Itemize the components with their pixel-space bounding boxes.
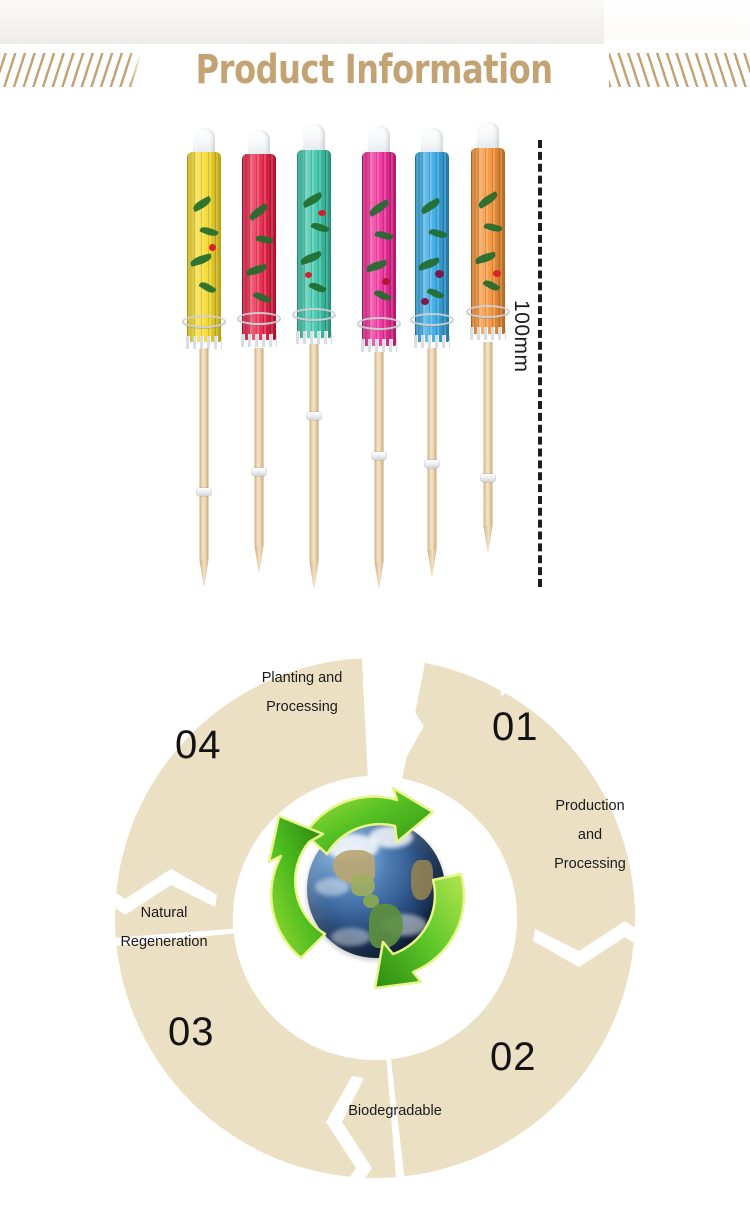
segment-02-number: 02 bbox=[490, 1035, 537, 1079]
canopy-ribs bbox=[241, 334, 277, 347]
stick-collar bbox=[371, 452, 387, 460]
segment-03-label: Natural Regeneration bbox=[92, 899, 236, 957]
stick-collar bbox=[251, 468, 267, 476]
dimension-label: 100mm bbox=[510, 300, 533, 373]
toothpick-stick bbox=[254, 348, 264, 546]
canopy-wire-band bbox=[182, 315, 226, 328]
umbrella-pick-teal bbox=[286, 112, 342, 562]
dimension-line bbox=[538, 140, 542, 587]
segment-01-label-line-1: Production bbox=[555, 798, 625, 814]
canopy-paper-tip bbox=[477, 122, 499, 152]
canopy-body bbox=[187, 152, 221, 342]
stick-collar bbox=[306, 412, 322, 420]
segment-03-number: 03 bbox=[168, 1010, 215, 1054]
toothpick-stick bbox=[483, 342, 493, 526]
canopy-ribs bbox=[470, 327, 506, 340]
canopy-ribs bbox=[414, 335, 450, 348]
product-photo: 100mm bbox=[0, 112, 750, 602]
segment-01-label: Production and Processing bbox=[520, 792, 660, 879]
segment-03-label-line-2: Regeneration bbox=[120, 934, 208, 950]
canopy-paper-tip bbox=[303, 124, 325, 154]
canopy-ribs bbox=[186, 336, 222, 349]
umbrella-pick-red bbox=[231, 112, 287, 562]
canopy-body bbox=[471, 148, 505, 334]
canopy-body bbox=[362, 152, 396, 346]
canopy-wire-band bbox=[292, 308, 336, 321]
canopy-wire-band bbox=[237, 312, 281, 325]
recycling-globe-icon bbox=[265, 782, 485, 1002]
segment-01-number: 01 bbox=[492, 705, 539, 749]
segment-04-label: Planting and Processing bbox=[230, 664, 374, 722]
segment-04-number: 04 bbox=[175, 723, 222, 767]
segment-02-label: Biodegradable bbox=[325, 1097, 465, 1126]
segment-03-label-line-1: Natural bbox=[140, 905, 188, 921]
lifecycle-ring bbox=[115, 628, 635, 1178]
recycling-arrows-icon bbox=[267, 786, 466, 990]
toothpick-stick bbox=[199, 348, 209, 560]
toothpick-stick bbox=[427, 348, 437, 550]
segment-04-label-line-2: Processing bbox=[266, 699, 338, 715]
canopy-ribs bbox=[361, 339, 397, 352]
stick-collar bbox=[480, 474, 496, 482]
segment-04-label-line-1: Planting and bbox=[261, 670, 343, 686]
canopy-paper-tip bbox=[248, 130, 270, 160]
canopy-wire-band bbox=[357, 317, 401, 330]
canopy-wire-band bbox=[466, 305, 510, 318]
page-title: Product Information bbox=[195, 47, 553, 93]
segment-02-label-line-1: Biodegradable bbox=[348, 1103, 442, 1119]
canopy-body bbox=[415, 152, 449, 342]
canopy-paper-tip bbox=[368, 126, 390, 156]
header-background-panel bbox=[0, 0, 604, 44]
stick-collar bbox=[196, 488, 212, 496]
hatch-marks-left-icon bbox=[0, 53, 141, 87]
stick-collar bbox=[424, 460, 440, 468]
umbrella-pick-orange bbox=[460, 112, 516, 562]
segment-01-label-line-2: and bbox=[577, 827, 603, 843]
umbrella-pick-yellow bbox=[176, 112, 232, 562]
umbrella-pick-magenta bbox=[351, 112, 407, 562]
canopy-ribs bbox=[296, 331, 332, 344]
segment-gap-notches bbox=[486, 628, 539, 697]
toothpick-stick bbox=[309, 344, 319, 562]
canopy-body bbox=[297, 150, 331, 338]
canopy-paper-tip bbox=[421, 128, 443, 158]
canopy-body bbox=[242, 154, 276, 340]
lifecycle-diagram: 01 02 03 04 Production and Processing Bi… bbox=[0, 602, 750, 1223]
page-header: Product Information bbox=[0, 0, 750, 112]
canopy-wire-band bbox=[410, 313, 454, 326]
hatch-marks-right-icon bbox=[609, 53, 750, 87]
canopy-paper-tip bbox=[193, 128, 215, 158]
segment-01-label-line-3: Processing bbox=[554, 856, 626, 872]
umbrella-pick-blue bbox=[404, 112, 460, 562]
